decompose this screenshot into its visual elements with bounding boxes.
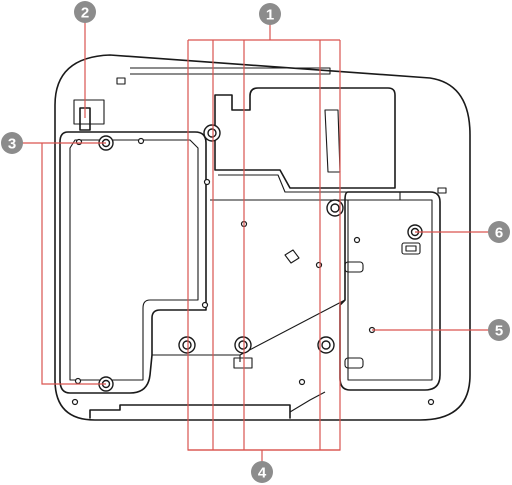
- mount-point: [179, 337, 195, 353]
- bottom-strip: [90, 405, 290, 418]
- callout-badge-1: 1: [259, 3, 281, 25]
- callout-label-5: 5: [495, 323, 503, 340]
- callout-label-2: 2: [81, 5, 89, 22]
- right-corner-slot: [438, 188, 446, 193]
- center-tab: [234, 358, 252, 368]
- lamp-cover-clip-inner: [406, 246, 416, 251]
- screw-hole: [429, 400, 434, 405]
- screw-hole: [203, 303, 208, 308]
- callout-label-6: 6: [495, 225, 503, 242]
- screw-hole: [77, 140, 82, 145]
- diamond-marker: [285, 250, 299, 263]
- callout-badge-3: 3: [1, 132, 23, 154]
- filter-slot: [325, 110, 340, 172]
- callout-badge-6: 6: [488, 221, 510, 243]
- screw-hole: [205, 180, 210, 185]
- screw-hole: [73, 400, 78, 405]
- projector-outline: [55, 55, 470, 420]
- screw-hole: [139, 139, 144, 144]
- callout-label-3: 3: [8, 136, 16, 153]
- mount-point: [235, 337, 251, 353]
- security-latch: [74, 100, 104, 124]
- top-slot-icon: [117, 78, 125, 84]
- callout-label-1: 1: [266, 7, 274, 24]
- screw-hole: [76, 379, 81, 384]
- callout-label-4: 4: [258, 465, 267, 482]
- screw-hole: [300, 380, 305, 385]
- callout-badge-4: 4: [251, 461, 273, 483]
- callout-badge-2: 2: [74, 1, 96, 23]
- callout-4-bracket: [188, 450, 340, 462]
- lamp-cover-clip: [402, 243, 420, 254]
- callout-3-bracket: [22, 143, 106, 384]
- callout-1-bracket: [188, 40, 340, 450]
- screw-hole: [317, 263, 322, 268]
- right-bay-outline: [340, 192, 440, 390]
- mount-point: [204, 125, 220, 141]
- callout-badge-5: 5: [488, 319, 510, 341]
- left-bay-outline: [60, 132, 206, 393]
- screw-hole: [355, 238, 360, 243]
- upper-middle-panel: [215, 88, 395, 188]
